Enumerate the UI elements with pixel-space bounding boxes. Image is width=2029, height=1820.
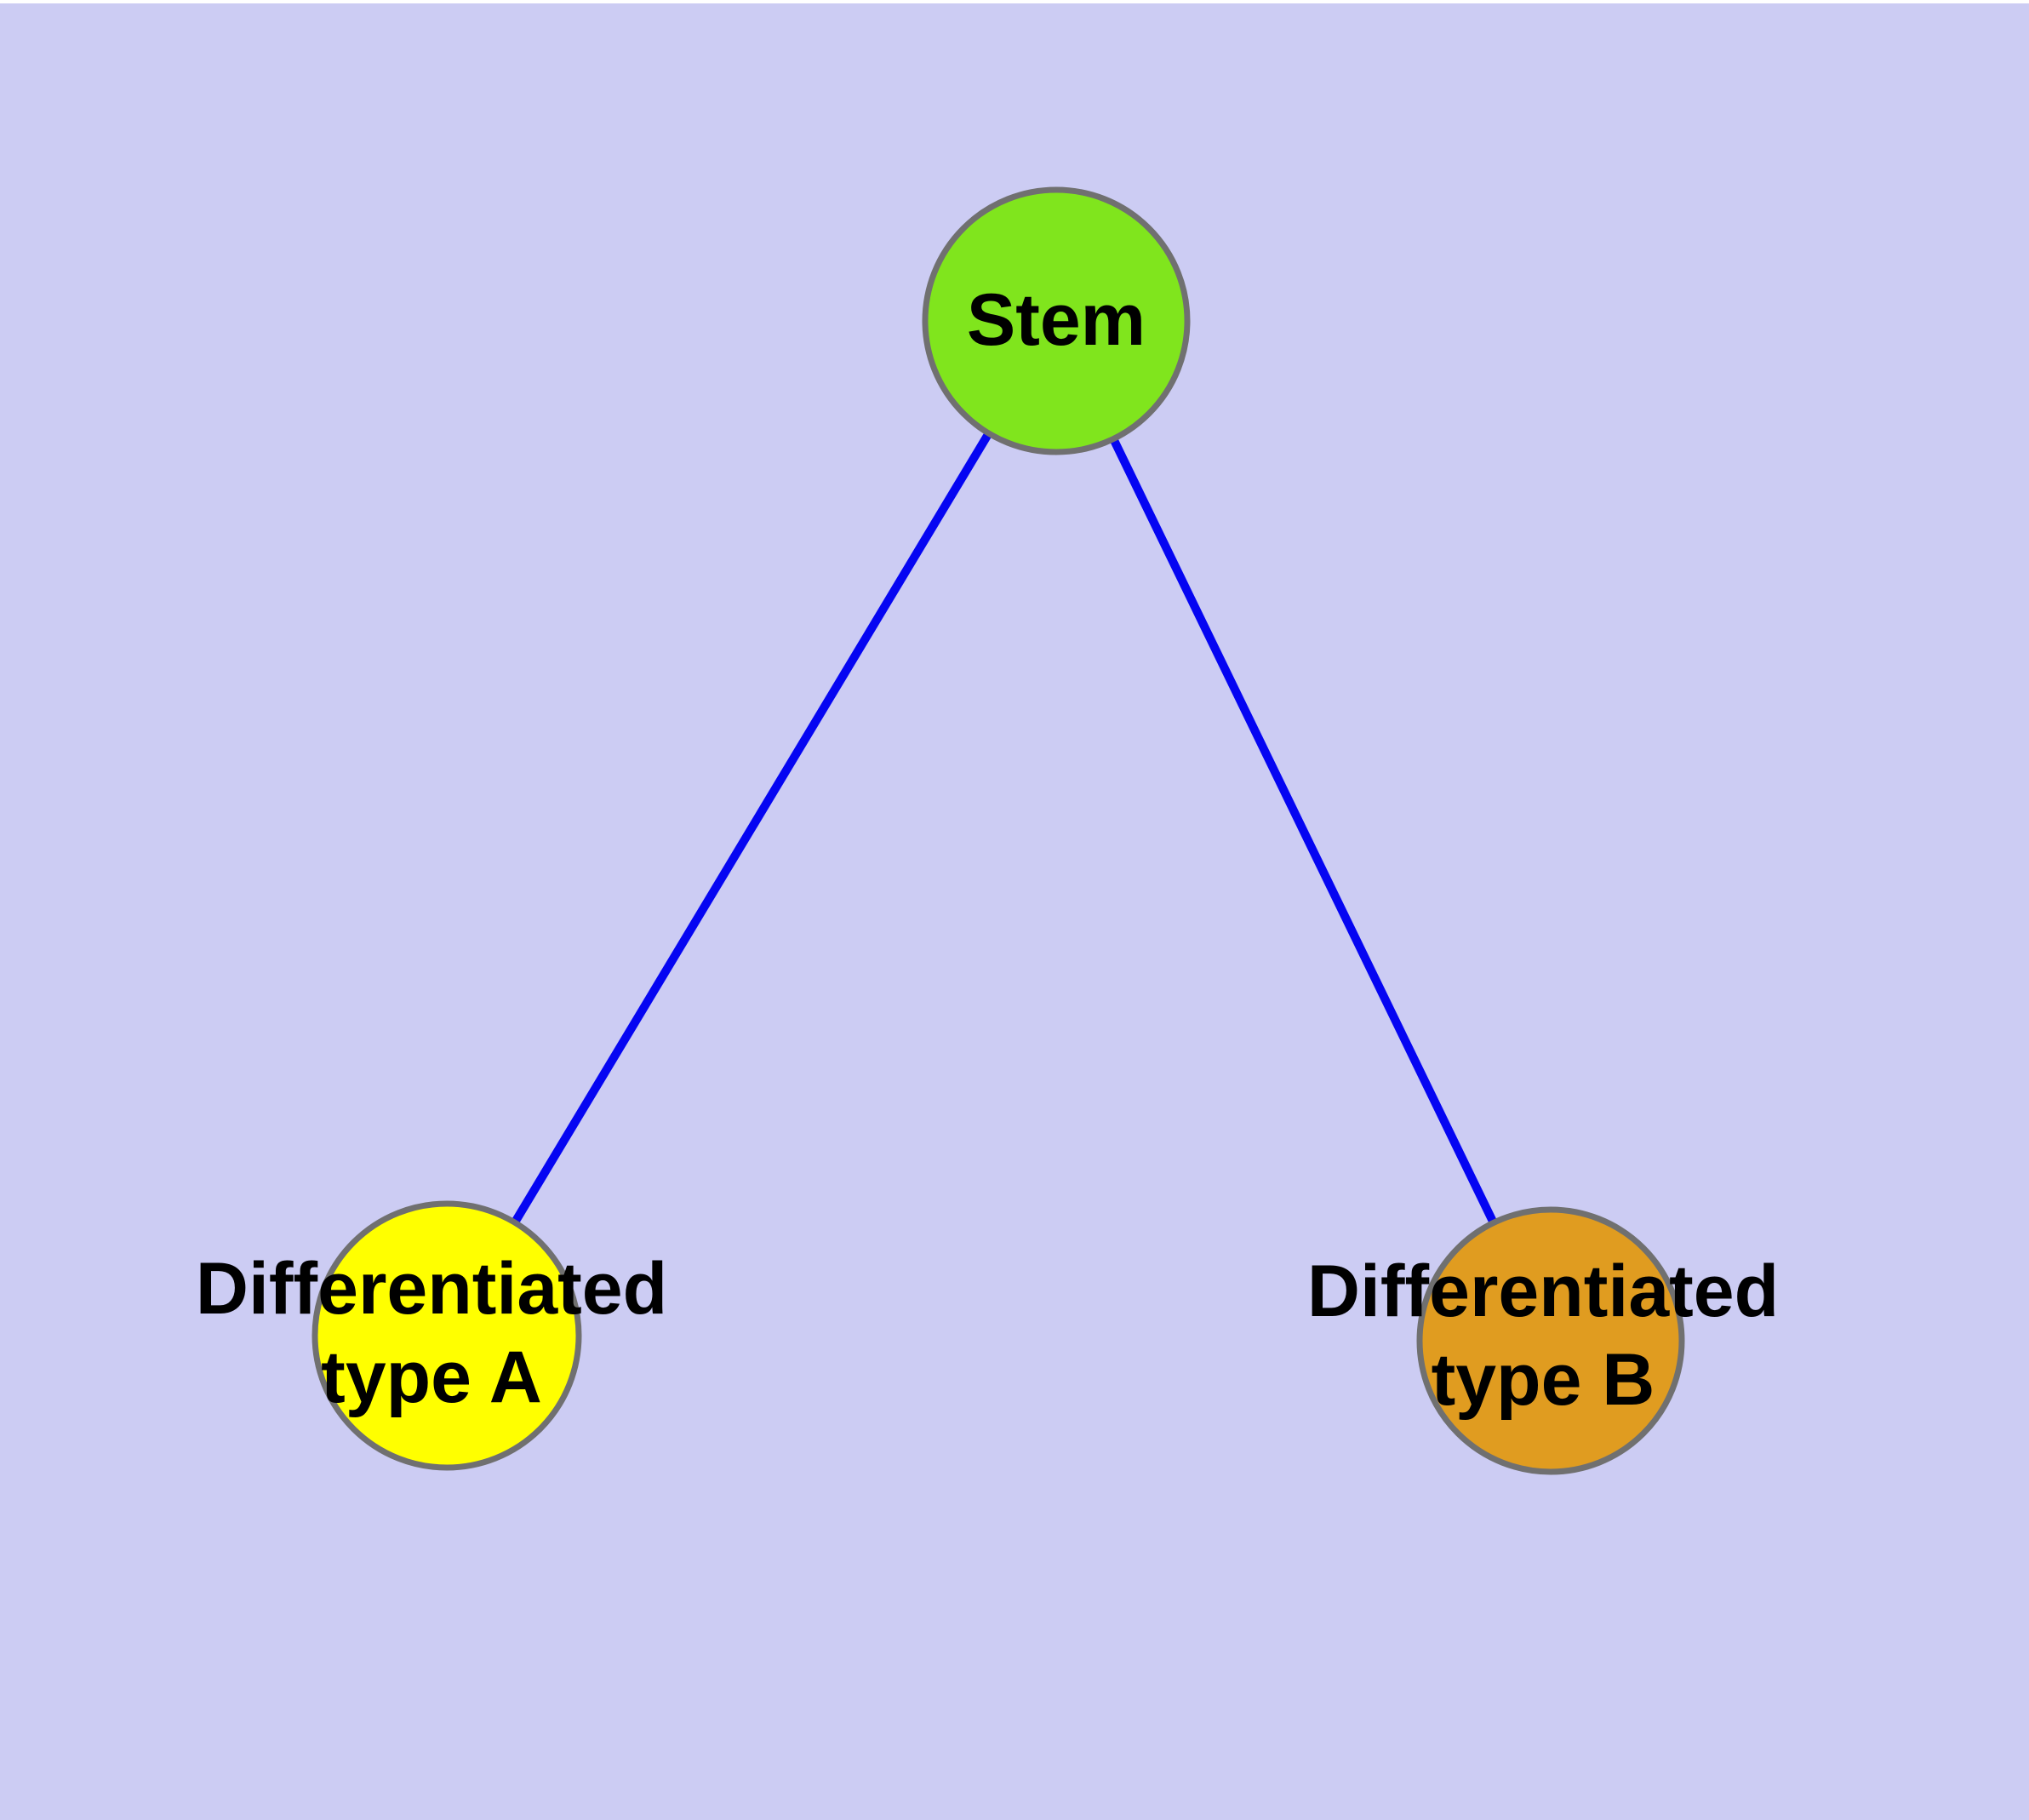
node-type-a-label: Differentiated type A [196, 1245, 667, 1422]
node-stem-label: Stem [966, 279, 1146, 361]
node-type-a-label-line1: Differentiated [195, 1248, 668, 1330]
node-type-b-label: Differentiated type B [1307, 1247, 1779, 1424]
node-differentiated-type-b[interactable] [1416, 1206, 1685, 1475]
node-type-b-label-line1: Differentiated [1306, 1251, 1780, 1332]
node-stem[interactable] [922, 186, 1191, 455]
node-type-a-label-line2: type A [321, 1336, 542, 1418]
node-differentiated-type-a[interactable] [311, 1200, 582, 1471]
node-type-b-label-line2: type B [1431, 1339, 1655, 1421]
top-white-strip [0, 0, 2029, 3]
edge-stem-to-type-a[interactable] [443, 318, 1060, 1338]
edge-stem-to-type-b[interactable] [1052, 318, 1555, 1343]
